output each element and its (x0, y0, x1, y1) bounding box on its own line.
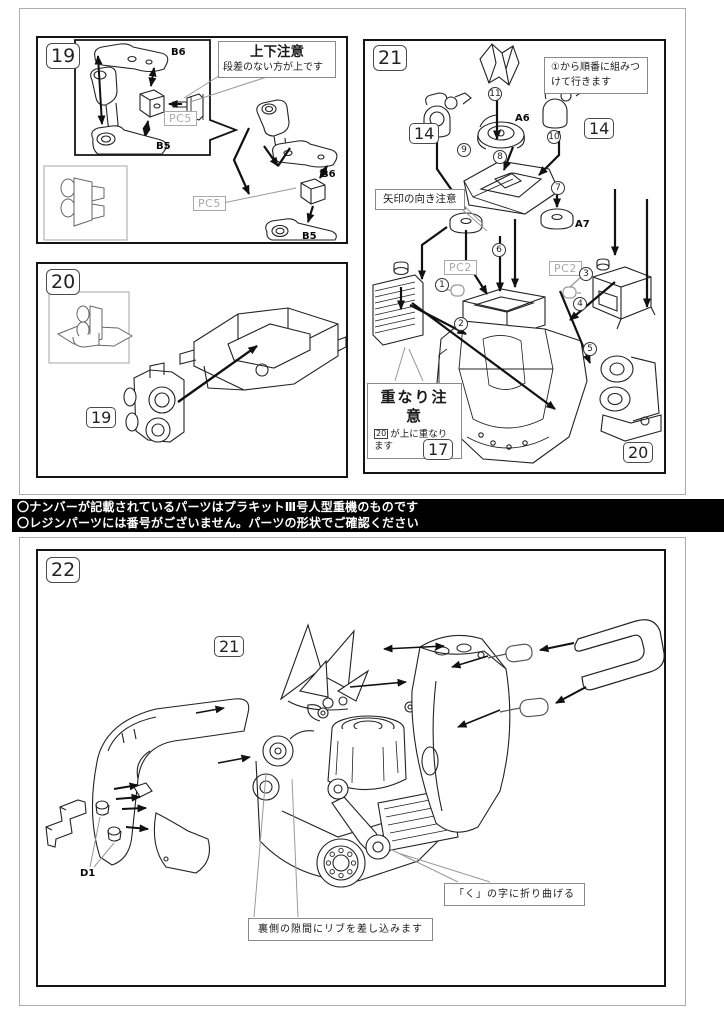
circled-number-8: 8 (493, 150, 507, 164)
ref-label-14-right: 14 (584, 118, 615, 139)
callout-updown-body: 段差のない方が上です (223, 61, 323, 73)
part-label-b5-2: B5 (302, 231, 317, 242)
ref-label-14-left: 14 (409, 123, 440, 144)
callout-updown-caution: 上下注意 段差のない方が上です (218, 41, 336, 78)
callout-updown-title: 上下注意 (250, 44, 304, 60)
callout-overlap-title: 重なり注意 (380, 388, 449, 425)
callout-arrow-direction: 矢印の向き注意 (375, 189, 465, 210)
callout-bend: 「く」の字に折り曲げる (444, 883, 585, 906)
panel-step-19: 19 上下注意 段差のない方が上です B6 B5 PC5 B6 PC5 B5 (36, 36, 348, 244)
part-label-b6: B6 (171, 47, 186, 58)
circled-number-7: 7 (551, 181, 565, 195)
callout-overlap-ref: 20 (374, 428, 389, 440)
circled-number-9: 9 (457, 143, 471, 157)
ref-label-21: 21 (214, 636, 245, 657)
part-label-a7: A7 (575, 219, 590, 230)
part-label-pc5-2: PC5 (193, 196, 226, 212)
ref-label-20: 20 (623, 442, 654, 463)
notice-bar: 〇ナンバーが記載されているパーツはプラキットⅢ号人型重機のものです 〇レジンパー… (12, 499, 724, 532)
circled-number-11: 11 (488, 87, 502, 101)
part-label-pc2-left: PC2 (444, 260, 477, 276)
panel21-illustration (372, 43, 662, 464)
panel20-illustration (48, 291, 346, 443)
panel-step-22: 22 21 D1 「く」の字に折り曲げる 裏側の隙間にリブを差し込みます (36, 549, 666, 987)
ref-label-19: 19 (86, 407, 117, 428)
step-number-20: 20 (46, 269, 81, 295)
callout-order-line2: けて行きます (551, 76, 611, 88)
circled-number-2: 2 (454, 317, 468, 331)
part-label-d1: D1 (80, 868, 96, 879)
callout-assembly-order: ①から順番に組みつ けて行きます (544, 57, 648, 94)
callout-rib: 裏側の隙間にリブを差し込みます (248, 918, 433, 941)
step-number-21: 21 (373, 45, 408, 71)
panel19-illustration (43, 39, 338, 241)
part-label-pc2-right: PC2 (549, 261, 582, 277)
circled-number-10: 10 (547, 130, 561, 144)
step-number-22: 22 (46, 557, 81, 583)
circled-number-5: 5 (583, 342, 597, 356)
panel-step-21: 21 ①から順番に組みつ けて行きます 14 14 A6 A7 矢印の向き注意 … (363, 39, 666, 474)
part-label-b5: B5 (156, 141, 171, 152)
ref-label-17: 17 (423, 439, 454, 460)
panel22-illustration (45, 619, 664, 918)
circled-number-1: 1 (435, 278, 449, 292)
part-label-pc5: PC5 (164, 111, 197, 127)
callout-order-line1: ①から順番に組みつ (551, 62, 640, 73)
notice-line-1: 〇ナンバーが記載されているパーツはプラキットⅢ号人型重機のものです (17, 500, 419, 514)
callout-overlap-text: が上に重なります (374, 428, 448, 452)
circled-number-4: 4 (573, 297, 587, 311)
circled-number-3: 3 (579, 267, 593, 281)
notice-line-2: 〇レジンパーツには番号がございません。パーツの形状でご確認ください (17, 515, 419, 530)
step-number-19: 19 (46, 43, 81, 69)
panel-step-20: 20 19 (36, 262, 348, 478)
circled-number-6: 6 (492, 243, 506, 257)
part-label-a6: A6 (515, 113, 530, 124)
part-label-b6-2: B6 (321, 169, 336, 180)
